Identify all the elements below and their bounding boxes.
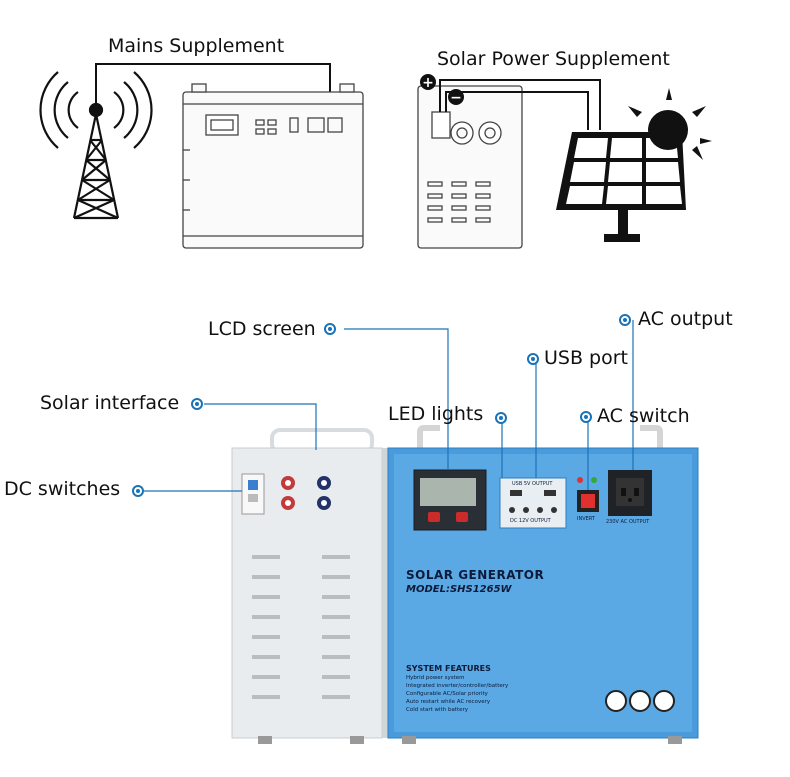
solar-unit-drawing xyxy=(417,85,523,249)
tower-icon xyxy=(39,71,153,220)
ac-output-panel-label: 230V AC OUTPUT xyxy=(606,519,650,525)
negative-symbol: − xyxy=(450,90,462,106)
solar-wire-positive xyxy=(439,79,601,130)
solar-wire-negative xyxy=(445,91,589,130)
model-label: MODEL:SHS1265W xyxy=(406,584,512,595)
feature-item: Configurable AC/Solar priority xyxy=(406,691,488,697)
feature-item: Cold start with battery xyxy=(406,707,469,713)
positive-terminal-icon xyxy=(420,74,436,90)
callout-dot-icon xyxy=(324,323,336,335)
feature-item: Auto restart while AC recovery xyxy=(406,699,491,705)
feature-item: Hybrid power system xyxy=(406,675,465,681)
callout-dot-icon xyxy=(580,411,592,423)
callout-dot-icon xyxy=(527,353,539,365)
negative-terminal-icon xyxy=(448,89,464,105)
brand-label: SOLAR GENERATOR xyxy=(406,568,545,582)
usb-output-label: USB 5V OUTPUT xyxy=(512,481,553,487)
solar-cabinet xyxy=(231,428,388,744)
top-illustration: + − xyxy=(39,63,712,249)
positive-symbol: + xyxy=(422,75,434,91)
callout-dot-icon xyxy=(191,398,203,410)
blue-generator xyxy=(387,425,699,744)
callout-lines xyxy=(144,320,634,492)
callout-dot-icon xyxy=(619,314,631,326)
mains-supplement-label: Mains Supplement xyxy=(108,35,285,57)
solar-power-supplement-label: Solar Power Supplement xyxy=(437,48,670,70)
inverter-unit-drawing xyxy=(182,83,364,249)
dc-output-label: DC 12V OUTPUT xyxy=(510,518,551,524)
callout-lcd-screen: LCD screen xyxy=(208,318,316,340)
solar-panel-icon xyxy=(556,132,686,242)
callout-usb-port: USB port xyxy=(544,347,628,369)
invert-label: INVERT xyxy=(577,516,595,522)
sun-icon xyxy=(628,88,712,160)
callout-led-lights: LED lights xyxy=(388,403,484,425)
callout-solar-interface: Solar interface xyxy=(40,392,180,414)
callout-dc-switches: DC switches xyxy=(4,478,121,500)
callout-dot-icon xyxy=(495,412,507,424)
feature-item: Integrated inverter/controller/battery xyxy=(406,683,509,689)
callout-ac-output: AC output xyxy=(638,308,733,330)
callout-dot-icon xyxy=(132,485,144,497)
features-title: SYSTEM FEATURES xyxy=(406,664,491,673)
callout-ac-switch: AC switch xyxy=(597,405,690,427)
